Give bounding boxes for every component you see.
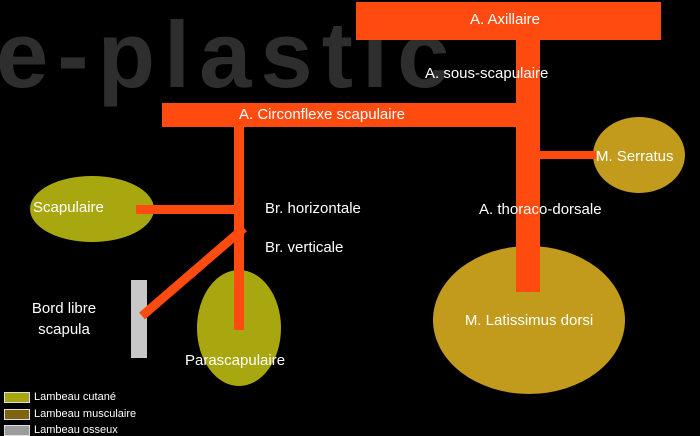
scapulaire-flap (30, 176, 154, 242)
bord-libre-scapula-bone (131, 280, 147, 358)
legend-item-osseux: Lambeau osseux (4, 424, 118, 436)
label-parascapulaire: Parascapulaire (185, 352, 286, 369)
label-thoraco-dorsale: A. thoraco-dorsale (479, 201, 602, 218)
label-latissimus-dorsi: M. Latissimus dorsi (464, 312, 594, 329)
subscapular-artery (516, 40, 540, 292)
legend-label: Lambeau cutané (34, 390, 116, 403)
circumflex-scapular-artery (162, 103, 540, 127)
latissimus-muscle (433, 246, 625, 394)
legend-swatch (4, 391, 30, 403)
horizontal-branch (136, 205, 242, 214)
legend-label: Lambeau musculaire (34, 407, 137, 420)
legend-swatch (4, 408, 30, 420)
label-serratus: M. Serratus (596, 148, 674, 165)
legend-item-cutane: Lambeau cutané (4, 391, 116, 403)
legend-item-musculaire: Lambeau musculaire (4, 408, 136, 420)
label-sous-scapulaire: A. sous-scapulaire (425, 65, 549, 82)
label-scapula: scapula (38, 321, 90, 338)
label-bord-libre: Bord libre (31, 300, 97, 317)
legend-swatch (4, 424, 30, 436)
serratus-muscle (593, 117, 685, 193)
label-br-verticale: Br. verticale (265, 239, 344, 256)
label-br-horizontale: Br. horizontale (265, 200, 361, 217)
axillary-artery (356, 2, 661, 40)
label-scapulaire: Scapulaire (33, 199, 104, 216)
label-circonflexe-scapulaire: A. Circonflexe scapulaire (239, 106, 405, 123)
vertical-branch-diagonal (139, 224, 247, 320)
legend-label: Lambeau osseux (34, 423, 118, 436)
serratus-branch (540, 151, 596, 159)
label-axillaire: A. Axillaire (469, 11, 541, 28)
